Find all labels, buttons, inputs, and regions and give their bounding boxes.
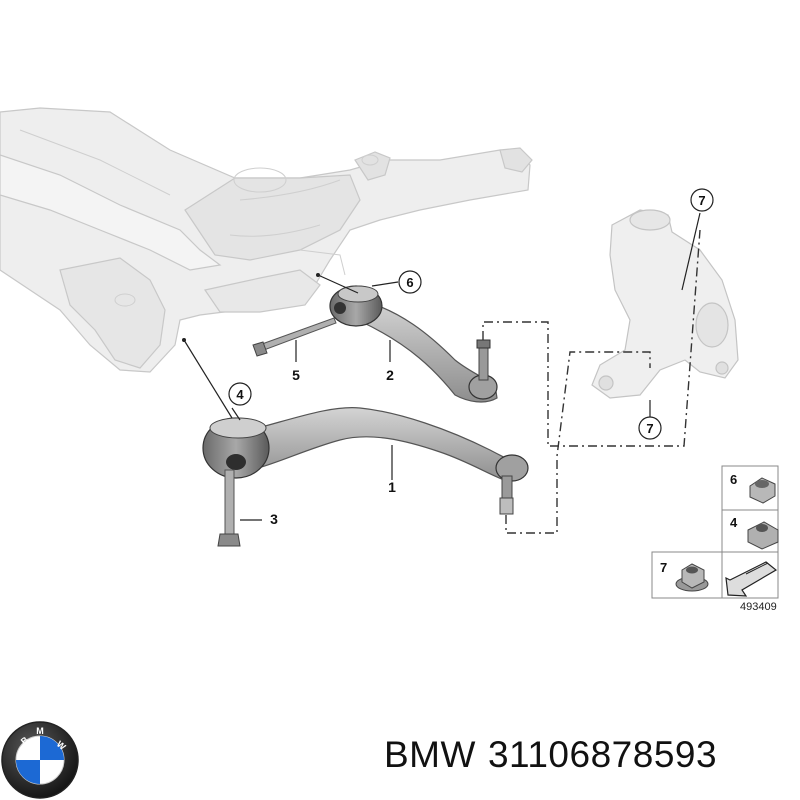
legend-label-4: 4 xyxy=(730,515,738,530)
control-arm-2 xyxy=(329,285,498,403)
part-number: 31106878593 xyxy=(487,734,718,775)
legend-label-6: 6 xyxy=(730,472,737,487)
arrow-icon xyxy=(725,561,778,597)
square-nut-icon xyxy=(747,521,779,550)
dash-lines xyxy=(482,229,701,534)
callout-7-top: 7 xyxy=(690,188,714,212)
svg-text:6: 6 xyxy=(406,275,413,290)
bolt-5 xyxy=(252,317,337,357)
leader-dots xyxy=(182,273,320,342)
subframe-details xyxy=(19,129,379,307)
svg-text:M: M xyxy=(36,726,44,736)
bmw-logo: B M W xyxy=(1,721,79,799)
callout-6: 6 xyxy=(398,270,422,294)
callout-7-bottom: 7 xyxy=(638,416,662,440)
part-label-3: 3 xyxy=(270,511,278,527)
bolt-3 xyxy=(217,469,241,547)
flange-nut-icon xyxy=(675,563,709,592)
part-label-5: 5 xyxy=(292,367,300,383)
callout-4: 4 xyxy=(228,382,252,406)
leader-lines xyxy=(183,212,701,521)
diagram-code: 493409 xyxy=(740,601,777,613)
wheel-carrier xyxy=(591,209,739,399)
subframe xyxy=(0,107,533,373)
legend-label-7: 7 xyxy=(660,560,667,575)
hex-nut-icon xyxy=(749,477,776,504)
legend-box: 6 4 7 493409 xyxy=(651,465,779,613)
part-label-1: 1 xyxy=(388,479,396,495)
svg-text:7: 7 xyxy=(646,421,653,436)
part-label-2: 2 xyxy=(386,367,394,383)
svg-text:4: 4 xyxy=(236,387,244,402)
part-caption: BMW 31106878593 xyxy=(384,734,729,776)
svg-text:7: 7 xyxy=(698,193,705,208)
svg-text:B: B xyxy=(19,734,31,746)
brand-name: BMW xyxy=(384,734,476,775)
control-arm-1 xyxy=(202,407,529,515)
